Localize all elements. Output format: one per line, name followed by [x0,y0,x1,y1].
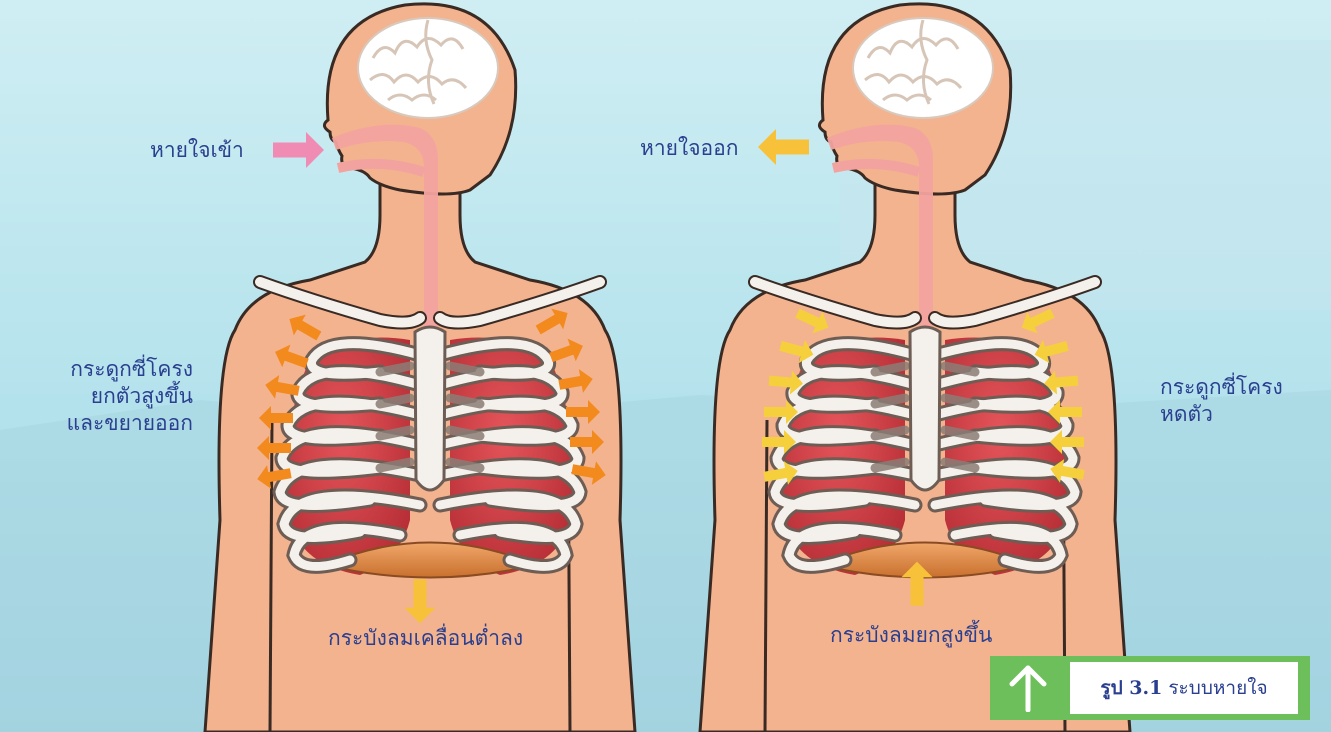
caption-text-box: รูป 3.1 ระบบหายใจ [1070,662,1298,714]
ribs-contract-label: กระดูกซี่โครง หดตัว [1160,374,1283,428]
ribs-contract-line-2: หดตัว [1160,401,1283,428]
caption-icon [990,656,1066,720]
diaphragm-up-label: กระบังลมยกสูงขึ้น [830,622,992,649]
ribs-expand-label: กระดูกซี่โครง ยกตัวสูงขึ้น และขยายออก [58,356,193,437]
diaphragm-down-label: กระบังลมเคลื่อนต่ำลง [328,625,523,652]
ribs-expand-line-2: ยกตัวสูงขึ้น [58,383,193,410]
figure-title: ระบบหายใจ [1168,677,1267,699]
ribs-contract-line-1: กระดูกซี่โครง [1160,374,1283,401]
figure-caption: รูป 3.1 ระบบหายใจ [990,656,1310,720]
ribs-expand-line-1: กระดูกซี่โครง [58,356,193,383]
ribs-expand-line-3: และขยายออก [58,410,193,437]
exhale-label: หายใจออก [640,135,738,162]
arrow-up-icon [1006,664,1050,712]
inhale-label: หายใจเข้า [150,137,244,164]
figure-number: รูป 3.1 [1100,677,1162,699]
